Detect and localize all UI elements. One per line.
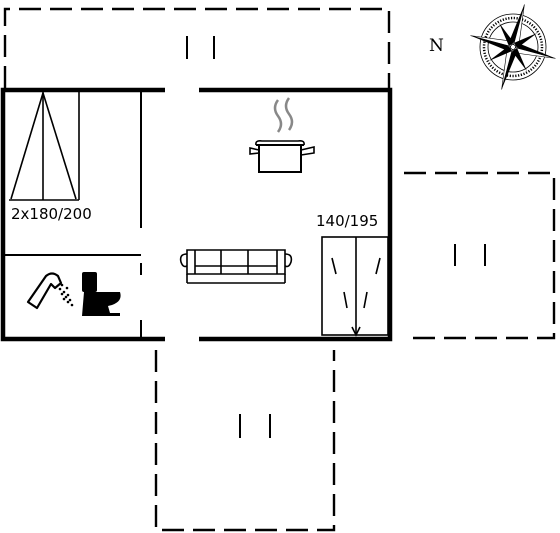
bed-size-label: 2x180/200 <box>11 205 92 223</box>
terrace-top <box>3 7 391 88</box>
terrace-bottom-icon <box>239 414 271 438</box>
terrace-right-icon <box>454 244 486 266</box>
shower-icon <box>26 272 74 310</box>
terrace-top-icon <box>186 36 215 59</box>
twin-bed-icon <box>9 92 80 201</box>
terrace-right <box>404 171 556 340</box>
terrace-bottom <box>154 350 336 532</box>
compass-north-label: N <box>429 36 444 56</box>
interior-walls <box>3 92 142 337</box>
sofa-icon <box>179 249 293 284</box>
toilet-icon <box>82 272 121 316</box>
compass-rose-icon <box>470 4 556 90</box>
cooking-pot-icon <box>249 97 315 173</box>
sofa-bed-icon <box>321 236 389 337</box>
exterior-walls <box>0 87 393 342</box>
sofa-bed-size-label: 140/195 <box>316 212 379 230</box>
